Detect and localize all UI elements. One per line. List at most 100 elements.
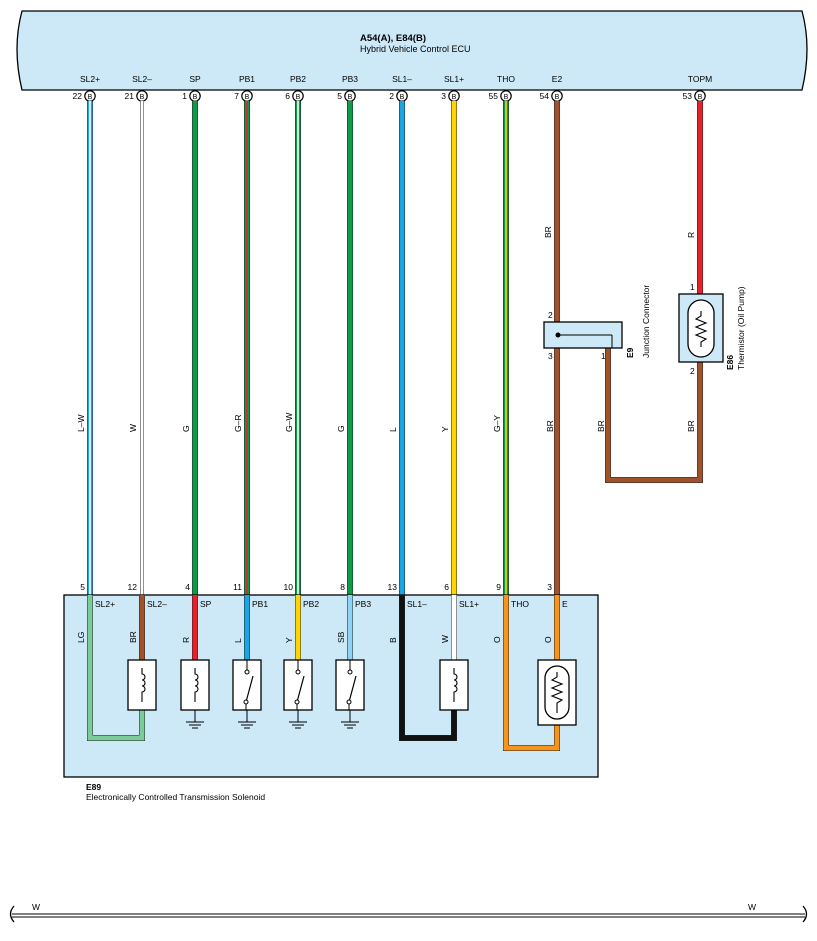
junction-connector: 2 3 1 E9 Junction Connector BR BR (543, 285, 651, 432)
pressure-switch-icon (232, 659, 262, 711)
ecu-pin-label: SL2– (132, 74, 152, 84)
solenoid-name: Electronically Controlled Transmission S… (86, 792, 265, 802)
ecu-pin-label: SL1+ (444, 74, 464, 84)
solenoid-code: E89 (86, 782, 101, 792)
wire-color-label: G (181, 425, 191, 432)
ecu-pin-number: 53 (683, 91, 693, 101)
wire-color-label: W (128, 424, 138, 432)
internal-wire (87, 595, 145, 741)
ecu-pin-connector: B (555, 94, 560, 101)
ecu-pin-connector: B (245, 94, 250, 101)
solenoid-wire-label: L (233, 638, 243, 643)
solenoid-pin-number: 13 (388, 582, 398, 592)
solenoid-pin-label: SL2– (147, 599, 167, 609)
wire-color-label: G–W (284, 413, 294, 432)
ecu-box (16, 10, 808, 91)
ecu-pin-number: 1 (182, 91, 187, 101)
ecu-pin-number: 5 (337, 91, 342, 101)
bottom-wire-label-right: W (748, 902, 756, 912)
ecu-pin-connector: B (140, 94, 145, 101)
transmission-thermistor-icon (537, 659, 577, 726)
thermistor-pin-2: 2 (690, 366, 695, 376)
ecu-pin-connector: B (504, 94, 509, 101)
solenoid-pin-label: SP (200, 599, 212, 609)
internal-wire (503, 595, 560, 751)
ecu-pin-number: 3 (441, 91, 446, 101)
wire-color-label: G–R (233, 415, 243, 432)
ecu-pin-label: PB2 (290, 74, 306, 84)
ecu-pin-label: PB1 (239, 74, 255, 84)
junction-name: Junction Connector (641, 285, 651, 358)
solenoid-wire-label: O (492, 636, 502, 643)
wire (605, 348, 703, 483)
wire-outline (605, 348, 703, 483)
solenoid-pin-label: PB1 (252, 599, 268, 609)
wire-color-label: G (336, 425, 346, 432)
ground-icon (289, 710, 307, 729)
solenoid-internals: 5SL2+LG12SL2–BR4SPR11PB1L10PB2Y8PB3SB13S… (76, 582, 577, 751)
ground-icon (238, 710, 256, 729)
solenoid-wire-label: Y (284, 637, 294, 643)
ecu-pin-connector: B (400, 94, 405, 101)
bottom-continuation-wire: W W (9, 902, 808, 923)
solenoid-pin-number: 8 (340, 582, 345, 592)
solenoid-wire-label: SB (336, 631, 346, 643)
solenoid-pin-label: SL2+ (95, 599, 115, 609)
pressure-switch-icon (283, 659, 313, 711)
ecu-pin-number: 54 (540, 91, 550, 101)
thermistor-wire-label: BR (686, 420, 696, 432)
thermistor-pin-1: 1 (690, 282, 695, 292)
junction-pin-3: 3 (548, 351, 553, 361)
wire-color-label: G–Y (492, 415, 502, 432)
solenoid-pin-number: 5 (80, 582, 85, 592)
solenoid-coil-icon (439, 659, 469, 711)
solenoid-pin-number: 4 (185, 582, 190, 592)
junction-node (555, 332, 561, 338)
ecu-pin-connector: B (698, 94, 703, 101)
ecu-pin-connector: B (88, 94, 93, 101)
solenoid-pin-label: SL1+ (459, 599, 479, 609)
ecu-pin-label: SL1– (392, 74, 412, 84)
solenoid-wire-label: R (181, 637, 191, 643)
ecu-pin-number: 2 (389, 91, 394, 101)
junction-wire-label-right: BR (596, 420, 606, 432)
solenoid-pin-label: THO (511, 599, 529, 609)
ecu-pin-connector: B (296, 94, 301, 101)
solenoid-coil-icon (127, 659, 157, 711)
ecu-pin-number: 6 (285, 91, 290, 101)
ecu-pin-connector: B (452, 94, 457, 101)
ground-icon (341, 710, 359, 729)
ecu-pin-number: 21 (125, 91, 135, 101)
ecu-pin-label: SP (189, 74, 201, 84)
ecu-pin-label: THO (497, 74, 515, 84)
ground-icon (186, 710, 204, 729)
ecu-pin-label: TOPM (688, 74, 712, 84)
solenoid-pin-label: SL1– (407, 599, 427, 609)
solenoid-pin-label: E (562, 599, 568, 609)
solenoid-wire-label: LG (76, 632, 86, 643)
ecu-pin-connector: B (348, 94, 353, 101)
solenoid-wire-label: B (388, 637, 398, 643)
ecu-pin-number: 22 (73, 91, 83, 101)
ecu-code: A54(A), E84(B) (360, 33, 426, 44)
wire-color-label: Y (440, 426, 450, 432)
solenoid-pin-label: PB3 (355, 599, 371, 609)
internal-wire (399, 595, 457, 741)
solenoid-pin-label: PB2 (303, 599, 319, 609)
thermistor-name: Thermistor (Oil Pump) (736, 286, 746, 370)
solenoid-wire-label: O (543, 636, 553, 643)
junction-code: E9 (625, 347, 635, 358)
wire-color-label: L (388, 427, 398, 432)
solenoid-pin-number: 9 (496, 582, 501, 592)
ecu-name: Hybrid Vehicle Control ECU (360, 44, 471, 54)
junction-pin-2: 2 (548, 310, 553, 320)
wire-color-label: R (686, 232, 696, 238)
solenoid-pin-number: 12 (128, 582, 138, 592)
thermistor-code: E86 (725, 355, 735, 370)
resistor-zigzag-icon (694, 311, 708, 347)
wire-color-label: BR (543, 226, 553, 238)
wire-color-label: L–W (76, 415, 86, 432)
ecu-pin-number: 7 (234, 91, 239, 101)
ecu-pin-label: SL2+ (80, 74, 100, 84)
